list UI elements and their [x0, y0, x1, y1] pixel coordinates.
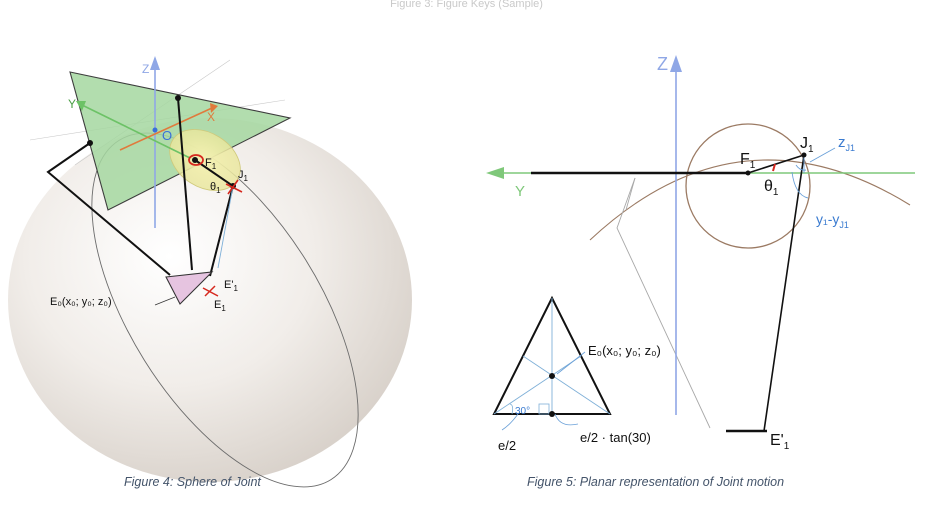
joint-e1-marker — [202, 285, 219, 297]
joint-circle — [685, 123, 811, 249]
figure-5-caption: Figure 5: Planar representation of Joint… — [527, 475, 785, 489]
j1-label: J1 — [800, 135, 814, 155]
x-axis — [119, 107, 213, 151]
joint-f1-marker — [188, 154, 204, 166]
joint-j1-marker — [225, 179, 243, 195]
e1-label: E1 — [214, 299, 226, 313]
sphere-arc — [589, 159, 911, 241]
f1-label: F1 — [740, 151, 756, 171]
theta-arc-marker — [772, 163, 776, 172]
e-half-tan-label: e/2 · tan(30) — [580, 430, 651, 445]
x-axis-label: X — [207, 110, 215, 124]
angle-30-label: 30° — [515, 406, 530, 417]
construction-line-grey — [616, 177, 711, 429]
e1-prime-label: E'1 — [770, 432, 790, 452]
figure-4-caption: Figure 4: Sphere of Joint — [124, 475, 261, 489]
leg-left — [46, 142, 171, 276]
y-axis — [81, 104, 191, 159]
origin-label: O — [162, 128, 172, 143]
zj1-label: zJ1 — [838, 134, 855, 153]
e1-prime-label: E'1 — [224, 279, 238, 293]
y1-yj1-label: y₁-yJ1 — [816, 211, 849, 230]
figure-4-drawing: Z Y X O F1 θ1 J1 E'1 E1 E₀(x₀; y₀; z₀) — [8, 56, 412, 488]
e0-label: E₀(x₀; y₀; z₀) — [50, 296, 112, 308]
bottom-platform — [165, 271, 214, 305]
page-top-text: Figure 3: Figure Keys (Sample) — [390, 0, 543, 10]
figure-4-sphere-of-joint: Z Y X O F1 θ1 J1 E'1 E1 E₀(x₀; y₀; z₀) — [0, 0, 440, 502]
j1-e1-link — [763, 154, 805, 432]
figure-5-drawing: Z Y F1 J1 zJ1 θ1 y₁-yJ1 E'1 30° E₀(x₀; y… — [486, 54, 915, 453]
z-axis-label: Z — [657, 54, 668, 74]
y-axis-label: Y — [68, 97, 76, 111]
f1-j1-link — [747, 154, 805, 174]
theta1-label: θ1 — [210, 181, 221, 195]
f1-label: F1 — [205, 157, 217, 171]
theta1-label: θ1 — [764, 178, 779, 198]
e-half-label: e/2 — [498, 438, 516, 453]
figure-5-planar-joint-motion: Z Y F1 J1 zJ1 θ1 y₁-yJ1 E'1 30° E₀(x₀; y… — [440, 0, 933, 502]
e0-label: E₀(x₀; y₀; z₀) — [588, 343, 661, 358]
j1-label: J1 — [238, 169, 249, 183]
leg-middle — [177, 97, 193, 271]
inset-triangle-diagram — [492, 295, 612, 431]
z-axis-label: Z — [142, 62, 149, 76]
y-axis-label: Y — [515, 183, 525, 200]
